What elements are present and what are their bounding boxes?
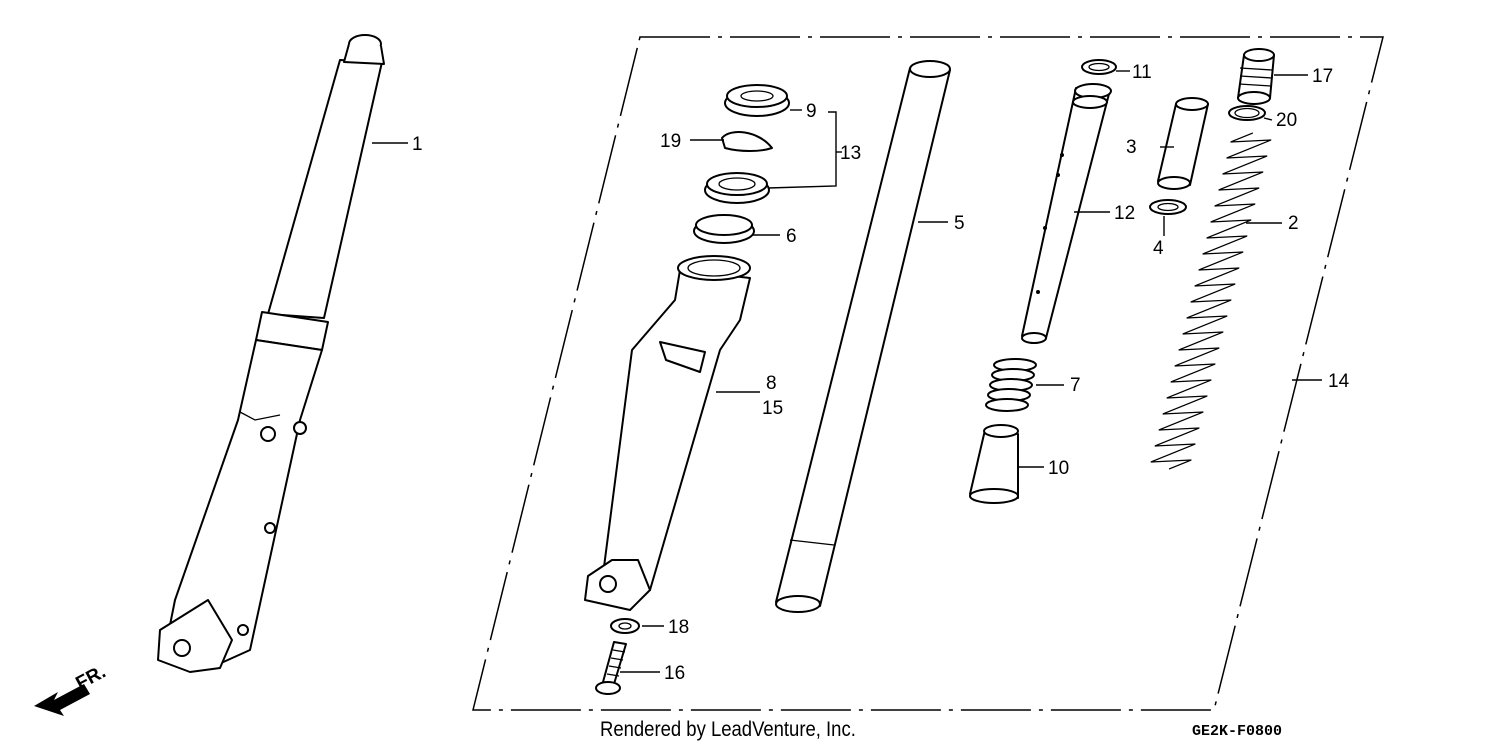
label-part-20: 20 [1276, 110, 1297, 131]
label-part-17: 17 [1312, 66, 1333, 87]
label-part-9: 9 [806, 101, 817, 122]
diagram-code: GE2K-F0800 [1192, 723, 1283, 740]
label-part-10: 10 [1048, 458, 1069, 479]
label-part-7: 7 [1070, 375, 1081, 396]
back-up-ring [693, 214, 755, 244]
stopper-clip [721, 131, 773, 152]
fork-bolt [1237, 48, 1275, 105]
socket-bolt [595, 641, 627, 695]
spring-seat [1149, 199, 1187, 215]
label-part-18: 18 [668, 617, 689, 638]
piston-ring [1081, 59, 1117, 75]
fork-slider [584, 255, 751, 611]
label-part-6: 6 [786, 226, 797, 247]
label-part-1: 1 [412, 134, 423, 155]
label-part-2: 2 [1288, 213, 1299, 234]
assembled-fork-leg [157, 34, 385, 673]
label-part-16: 16 [664, 663, 685, 684]
kit-frame [472, 36, 1384, 711]
label-part-14: 14 [1328, 371, 1350, 392]
fork-spring [1150, 132, 1272, 470]
o-ring [1228, 105, 1266, 121]
oil-lock-piece [969, 424, 1019, 504]
rebound-spring [985, 358, 1037, 412]
part-labels: 1 2 3 4 5 6 7 8 9 10 11 12 13 14 15 16 1… [412, 62, 1350, 684]
label-part-19: 19 [660, 131, 681, 152]
label-part-4: 4 [1153, 238, 1164, 259]
spring-collar [1157, 97, 1209, 190]
credit-text: Rendered by LeadVenture, Inc. [600, 718, 856, 741]
label-part-11: 11 [1132, 62, 1152, 83]
label-part-5: 5 [954, 213, 965, 234]
label-part-15: 15 [762, 398, 783, 419]
callout-lines [372, 70, 1322, 673]
oil-seal [704, 172, 770, 204]
label-part-3: 3 [1126, 137, 1137, 158]
label-part-12: 12 [1114, 203, 1135, 224]
fork-pipe [775, 60, 951, 613]
label-part-8: 8 [766, 373, 777, 394]
fork-piston [1021, 83, 1112, 344]
front-arrow-icon: FR. [34, 662, 109, 716]
sealing-washer [610, 618, 640, 634]
dust-seal [724, 84, 790, 117]
label-part-13: 13 [840, 143, 861, 164]
